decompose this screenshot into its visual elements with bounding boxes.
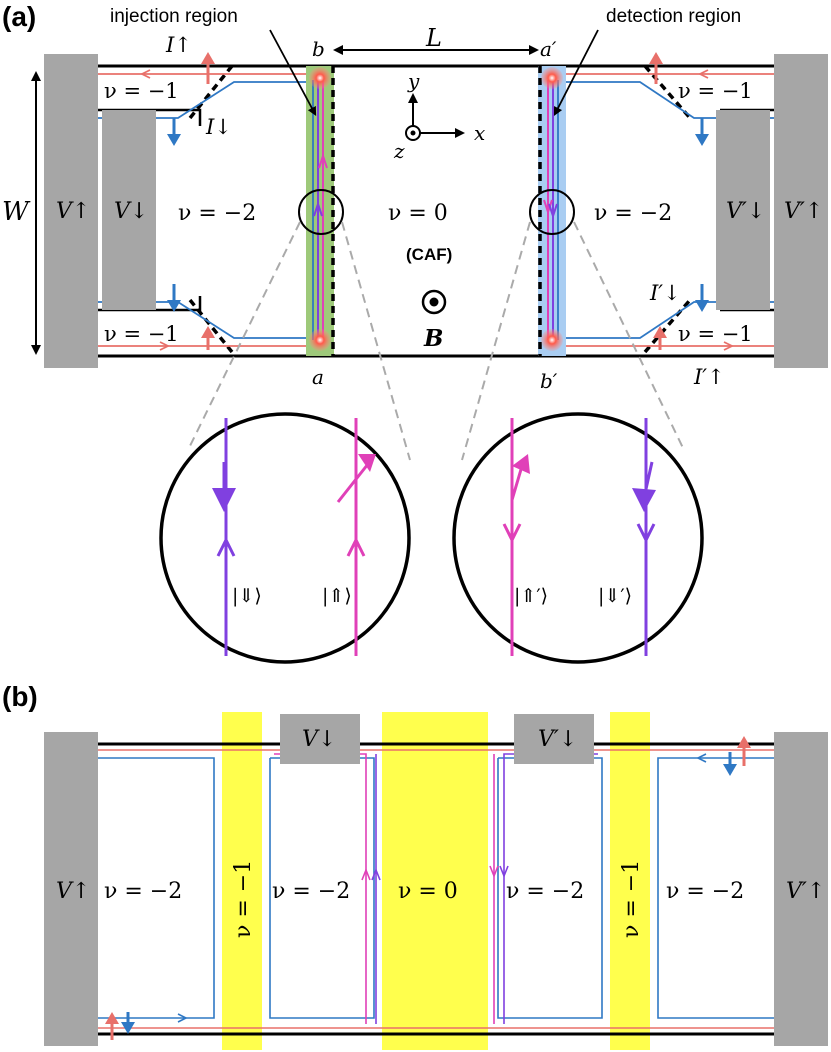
nu-label-left: ν = −2	[178, 201, 256, 226]
current-down-prime-label: I′↓	[649, 281, 681, 305]
zoom-circle-right	[452, 412, 704, 664]
zoom-marker-detection	[529, 189, 575, 235]
panel-b-v-up-label: V↑	[56, 879, 90, 904]
current-up-prime-label: I′↑	[693, 365, 725, 389]
field-label: B	[423, 325, 443, 352]
detection-region-pointer	[553, 29, 599, 117]
purple-arrow-right	[499, 865, 509, 879]
panel-b: (b)	[2, 681, 828, 1050]
panel-b-nu-label-4: ν = −2	[666, 879, 744, 904]
contact-v-down-label: V↓	[114, 199, 148, 224]
nu-label-tr: ν = −1	[678, 79, 753, 103]
contact-v-up-label: V↑	[56, 199, 90, 224]
state-up-up-prime-label: |⇑′⟩	[514, 585, 548, 607]
zoom-guide-1	[187, 221, 301, 451]
panel-b-nu-label-m1-left: ν = −1	[231, 860, 256, 938]
corner-b-label: b	[312, 37, 325, 61]
field-out-of-page-icon	[421, 289, 447, 315]
blue-loop-4	[657, 757, 774, 1019]
blue-loop-1	[98, 757, 215, 1019]
contact-v-down-prime-label: V′↓	[726, 199, 765, 224]
state-up-up-label: |⇑⟩	[322, 585, 352, 607]
corner-b-prime-label: b′	[540, 369, 558, 393]
detection-purple-arrow	[548, 203, 558, 220]
contact-v-down-prime	[716, 110, 770, 310]
hotspot-a-prime	[541, 67, 563, 89]
current-down-label: I↓	[205, 115, 232, 139]
corner-a-prime-label: a′	[540, 37, 557, 61]
magenta-arrow-left	[361, 867, 371, 881]
panel-b-nu-label-3: ν = −2	[506, 879, 584, 904]
contact-b-v-up-prime	[774, 732, 828, 1046]
zoom-marker-injection	[298, 189, 344, 235]
contact-v-up-prime	[774, 54, 828, 368]
panel-b-nu-label-m1-right: ν = −1	[619, 860, 644, 938]
contact-b-v-down	[280, 714, 360, 764]
dashed-boundary-bl	[188, 298, 234, 354]
blue-loop-arrow-4	[696, 753, 707, 763]
zoom-circle-left	[159, 412, 411, 664]
length-label: L	[425, 24, 442, 52]
panel-b-label: (b)	[2, 681, 38, 712]
panel-b-v-up-prime-label: V′↑	[786, 879, 825, 904]
axis-z-label: z	[393, 139, 405, 163]
axes-triad	[405, 93, 465, 141]
spin-arrows-panel-a	[167, 52, 709, 350]
injection-purple-arrow	[313, 200, 323, 217]
spin-arrows-panel-b	[105, 736, 751, 1040]
red-edge-arrow-tr	[697, 69, 709, 79]
zoom-guide-3	[461, 221, 531, 461]
contact-b-v-down-prime	[514, 714, 594, 764]
red-edge-arrow-br	[723, 341, 735, 351]
nu-label-bl: ν = −1	[104, 322, 179, 346]
nu-label-tl: ν = −1	[104, 79, 179, 103]
hotspot-a	[309, 329, 331, 351]
contact-v-down	[102, 110, 156, 310]
zoom-guide-4	[573, 221, 685, 451]
purple-arrow-left	[371, 867, 381, 881]
panel-b-nu-label-2: ν = −2	[272, 879, 350, 904]
panel-b-nu-label-1: ν = −2	[104, 879, 182, 904]
panel-b-nu-label-center: ν = 0	[398, 879, 458, 904]
detection-region-label: detection region	[606, 6, 741, 27]
state-down-down-label: |⇓⟩	[232, 585, 262, 607]
red-edge-arrow-tl	[139, 69, 151, 79]
width-label: W	[2, 197, 31, 227]
panel-a: (a)	[2, 1, 828, 664]
injection-region-pointer	[269, 29, 317, 116]
detection-magenta-arrow	[543, 199, 553, 216]
current-up-label: I↑	[165, 33, 192, 57]
blue-loop-arrow-1	[177, 1013, 188, 1023]
injection-region-label: injection region	[110, 6, 238, 27]
zoom-guide-2	[341, 221, 411, 461]
hotspot-b	[309, 67, 331, 89]
contact-v-up	[44, 54, 98, 368]
stripe-nu-m1-right	[610, 712, 650, 1050]
contact-v-up-prime-label: V′↑	[784, 199, 823, 224]
panel-b-v-down-label: V↓	[302, 727, 336, 752]
axis-y-label: y	[407, 69, 420, 93]
contact-b-v-up	[44, 732, 98, 1046]
magenta-arrow-right	[489, 865, 499, 879]
injection-magenta-arrow	[318, 152, 328, 169]
hotspot-b-prime	[541, 329, 563, 351]
caf-label: (CAF)	[406, 245, 452, 264]
panel-a-label: (a)	[2, 1, 36, 32]
nu-label-center: ν = 0	[388, 201, 448, 226]
nu-label-br: ν = −1	[678, 322, 753, 346]
stripe-nu-0	[382, 712, 488, 1050]
nu-label-right: ν = −2	[594, 201, 672, 226]
panel-b-v-down-prime-label: V′↓	[538, 727, 577, 752]
state-down-down-prime-label: |⇓′⟩	[598, 585, 632, 607]
stripe-nu-m1-left	[222, 712, 262, 1050]
axis-x-label: x	[474, 121, 485, 145]
red-edge-arrow-bl	[159, 341, 171, 351]
corner-a-label: a	[312, 365, 324, 389]
field-dot	[429, 297, 439, 307]
